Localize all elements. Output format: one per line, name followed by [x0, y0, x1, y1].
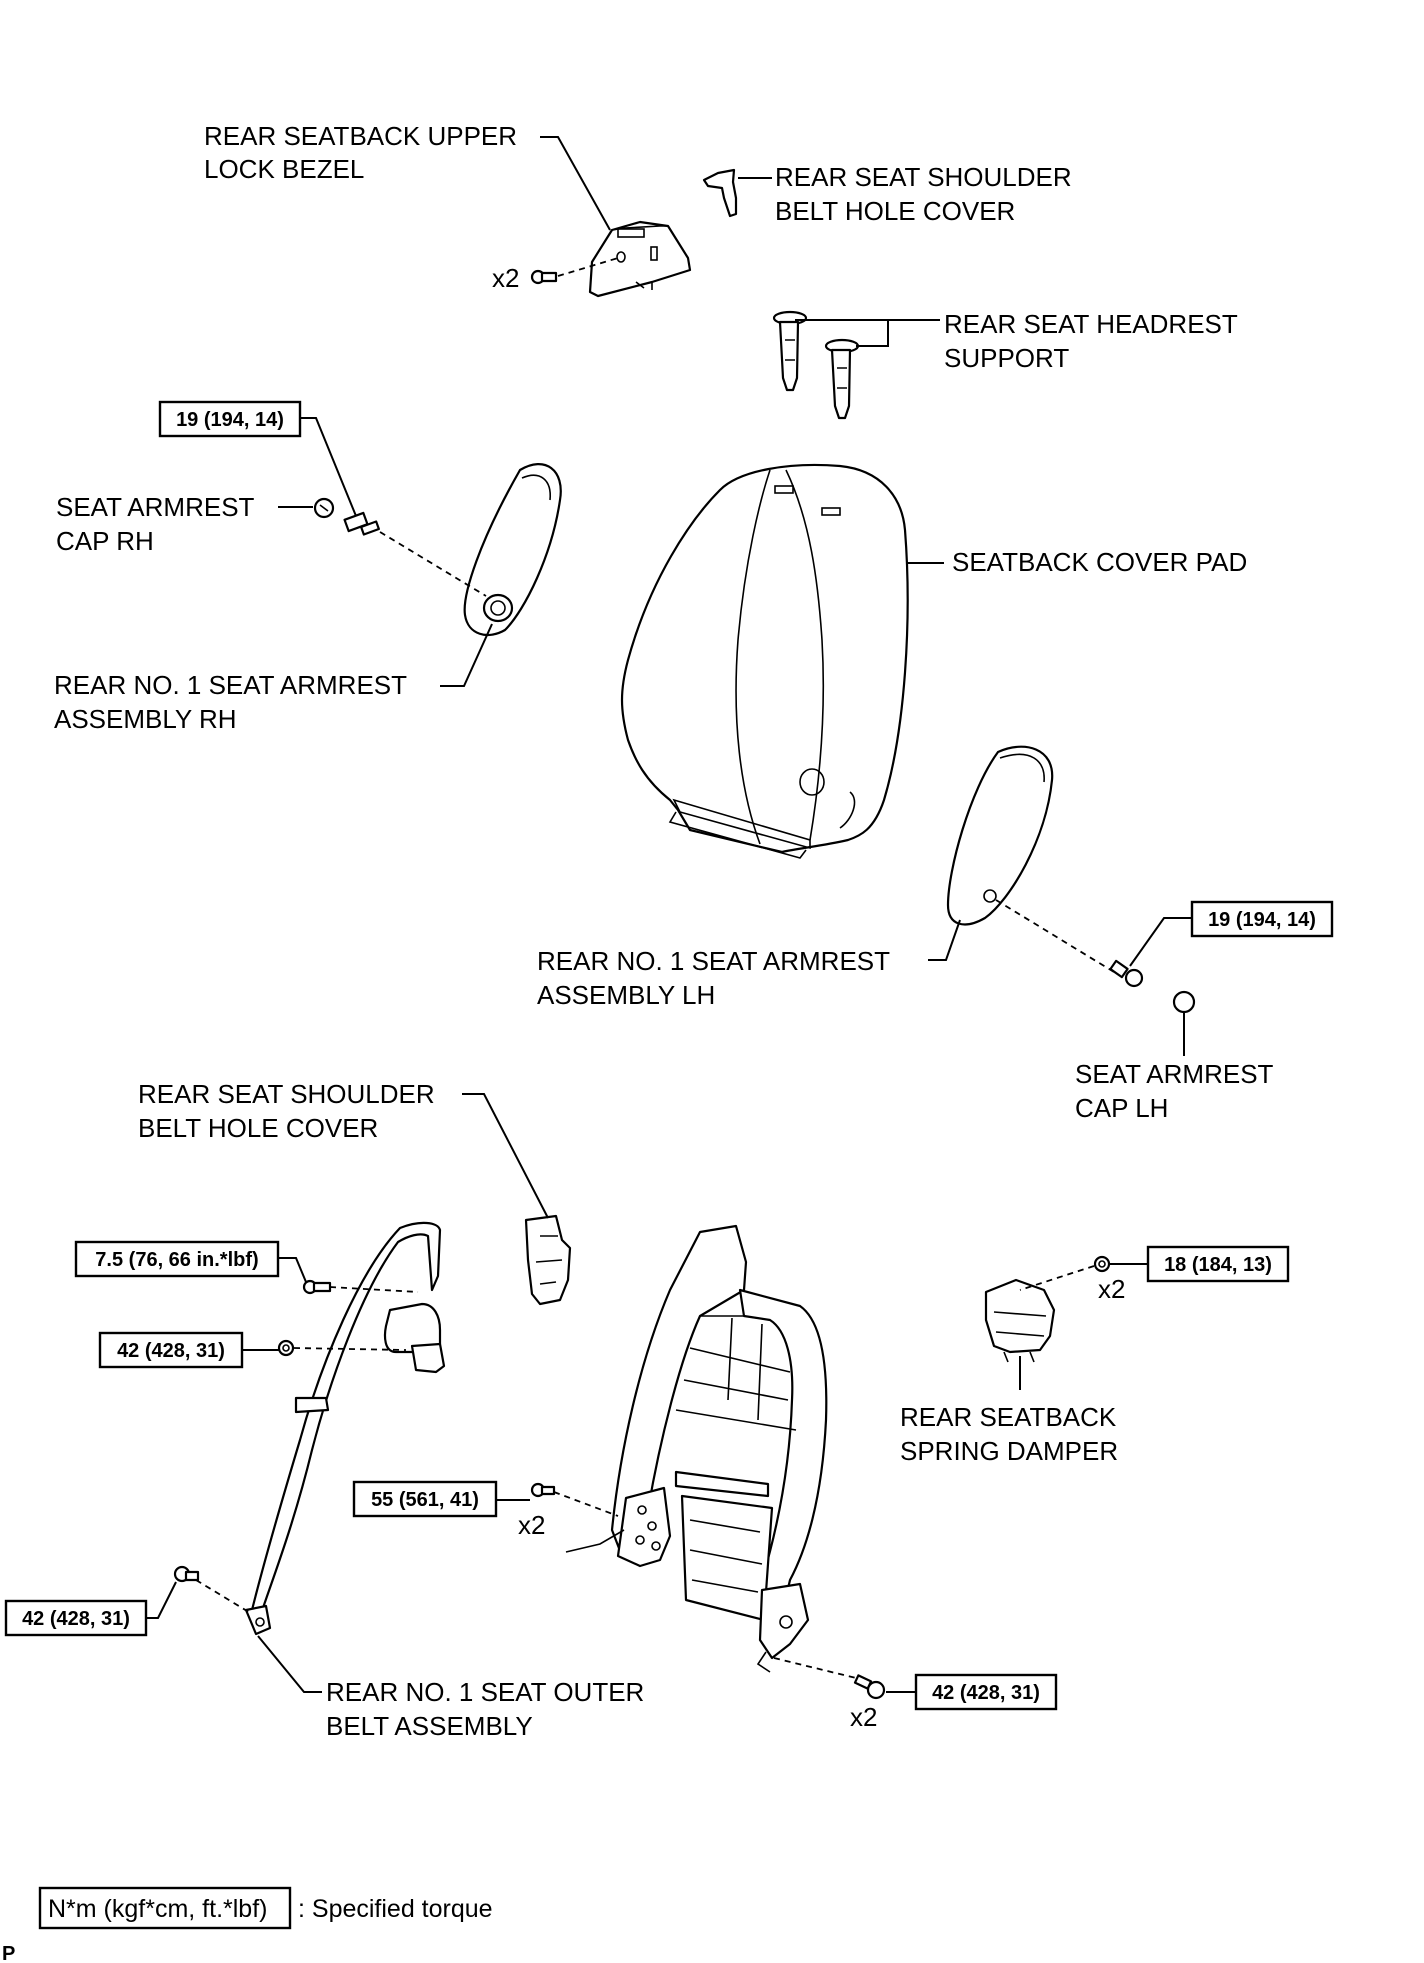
label-headrest-support-2: SUPPORT [944, 343, 1069, 373]
label-armrest-lh-2: ASSEMBLY LH [537, 980, 715, 1010]
label-shoulder-cover-bottom-1: REAR SEAT SHOULDER [138, 1079, 435, 1109]
legend-box-text: N*m (kgf*cm, ft.*lbf) [48, 1895, 267, 1923]
bezel-screw-icon [530, 269, 558, 285]
torque-frame-left: 55 (561, 41) [371, 1489, 479, 1511]
outer-belt-assembly [244, 1221, 446, 1636]
label-shoulder-cover-top-2: BELT HOLE COVER [775, 196, 1015, 226]
label-upper-lock-bezel-2: LOCK BEZEL [204, 154, 364, 184]
label-shoulder-cover-top-1: REAR SEAT SHOULDER [775, 162, 1072, 192]
torque-box-belt-upper [74, 1240, 280, 1278]
label-armrest-cap-lh-1: SEAT ARMREST [1075, 1059, 1274, 1089]
label-armrest-lh-1: REAR NO. 1 SEAT ARMREST [537, 946, 890, 976]
torque-armrest-lh: 19 (194, 14) [1208, 909, 1316, 931]
belt-upper-bolt-icon [302, 1279, 332, 1295]
damper-bolt-qty: x2 [1098, 1274, 1125, 1304]
frame-left-bolt-icon [530, 1482, 556, 1498]
armrest-lh-bolt-icon [1109, 959, 1144, 988]
torque-belt-retractor: 42 (428, 31) [117, 1340, 225, 1362]
damper-bolt-icon [1093, 1255, 1111, 1273]
torque-belt-upper: 7.5 (76, 66 in.*lbf) [95, 1249, 258, 1271]
footer-code: P [2, 1943, 15, 1963]
frame-bottom-bolt-qty: x2 [850, 1702, 877, 1732]
seatback-frame [565, 1224, 828, 1673]
legend-description: : Specified torque [298, 1895, 493, 1923]
belt-retractor-nut-icon [277, 1339, 295, 1357]
label-armrest-cap-rh-1: SEAT ARMREST [56, 492, 255, 522]
label-shoulder-cover-bottom-2: BELT HOLE COVER [138, 1113, 378, 1143]
torque-box-belt-anchor [4, 1599, 148, 1637]
shoulder-cover-top [702, 168, 738, 218]
label-outer-belt-2: BELT ASSEMBLY [326, 1711, 533, 1741]
headrest-support-right [824, 338, 860, 420]
spring-damper [984, 1278, 1056, 1363]
armrest-cap-rh-icon [313, 497, 335, 519]
label-headrest-support-1: REAR SEAT HEADREST [944, 309, 1238, 339]
torque-frame-bottom: 42 (428, 31) [932, 1682, 1040, 1704]
frame-bottom-bolt-icon [853, 1674, 886, 1700]
torque-box-damper [1146, 1245, 1290, 1283]
seatback-cover-pad [620, 463, 909, 859]
armrest-lh [946, 745, 1054, 926]
frame-left-bolt-qty: x2 [518, 1510, 545, 1540]
label-armrest-rh-2: ASSEMBLY RH [54, 704, 237, 734]
belt-anchor-bolt-icon [173, 1565, 200, 1583]
label-upper-lock-bezel-1: REAR SEATBACK UPPER [204, 121, 517, 151]
label-seatback-cover-pad: SEATBACK COVER PAD [952, 547, 1247, 577]
bezel-screw-qty: x2 [492, 263, 519, 293]
shoulder-cover-bottom [524, 1214, 572, 1306]
torque-box-armrest-lh [1190, 900, 1334, 938]
label-armrest-cap-rh-2: CAP RH [56, 526, 154, 556]
torque-box-armrest-rh [158, 400, 302, 438]
armrest-cap-lh-icon [1172, 990, 1196, 1014]
label-armrest-cap-lh-2: CAP LH [1075, 1093, 1168, 1123]
label-spring-damper-1: REAR SEATBACK [900, 1402, 1117, 1432]
torque-damper: 18 (184, 13) [1164, 1254, 1272, 1276]
label-spring-damper-2: SPRING DAMPER [900, 1436, 1118, 1466]
torque-box-frame-left [352, 1480, 498, 1518]
torque-armrest-rh: 19 (194, 14) [176, 409, 284, 431]
upper-lock-bezel [588, 220, 692, 298]
torque-box-frame-bottom [914, 1673, 1058, 1711]
armrest-rh-bolt-icon [343, 511, 380, 536]
label-armrest-rh-1: REAR NO. 1 SEAT ARMREST [54, 670, 407, 700]
armrest-rh [463, 463, 562, 637]
torque-box-belt-retractor [98, 1331, 244, 1369]
legend-torque-box [38, 1886, 292, 1930]
torque-belt-anchor: 42 (428, 31) [22, 1608, 130, 1630]
label-outer-belt-1: REAR NO. 1 SEAT OUTER [326, 1677, 644, 1707]
headrest-support-left [772, 310, 808, 392]
